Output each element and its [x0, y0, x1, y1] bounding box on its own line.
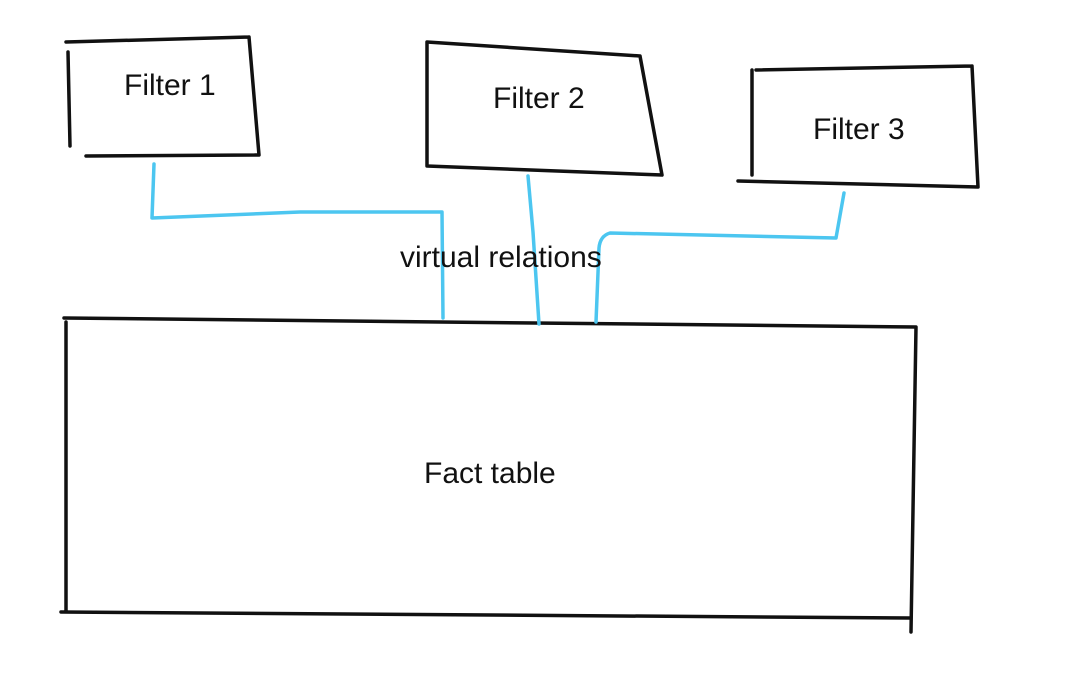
connector-label: virtual relations	[400, 241, 602, 274]
filter-3-box-outline	[736, 64, 980, 189]
filter-3-label: Filter 3	[813, 113, 905, 146]
filter-1-box-outline	[64, 35, 261, 158]
filter-1-label: Filter 1	[124, 69, 216, 102]
filter-1-box	[64, 35, 261, 158]
connector-filter-3	[594, 191, 846, 324]
fact-table-box-outline	[59, 316, 918, 634]
fact-table-box	[59, 316, 918, 634]
filter-3-box	[736, 64, 980, 189]
connector-filter-2	[526, 174, 541, 326]
filter-2-label: Filter 2	[493, 82, 585, 115]
fact-table-label: Fact table	[424, 457, 556, 490]
connector-filter-1	[150, 162, 445, 320]
filter-2-box	[425, 40, 664, 177]
filter-2-box-outline	[425, 40, 664, 177]
